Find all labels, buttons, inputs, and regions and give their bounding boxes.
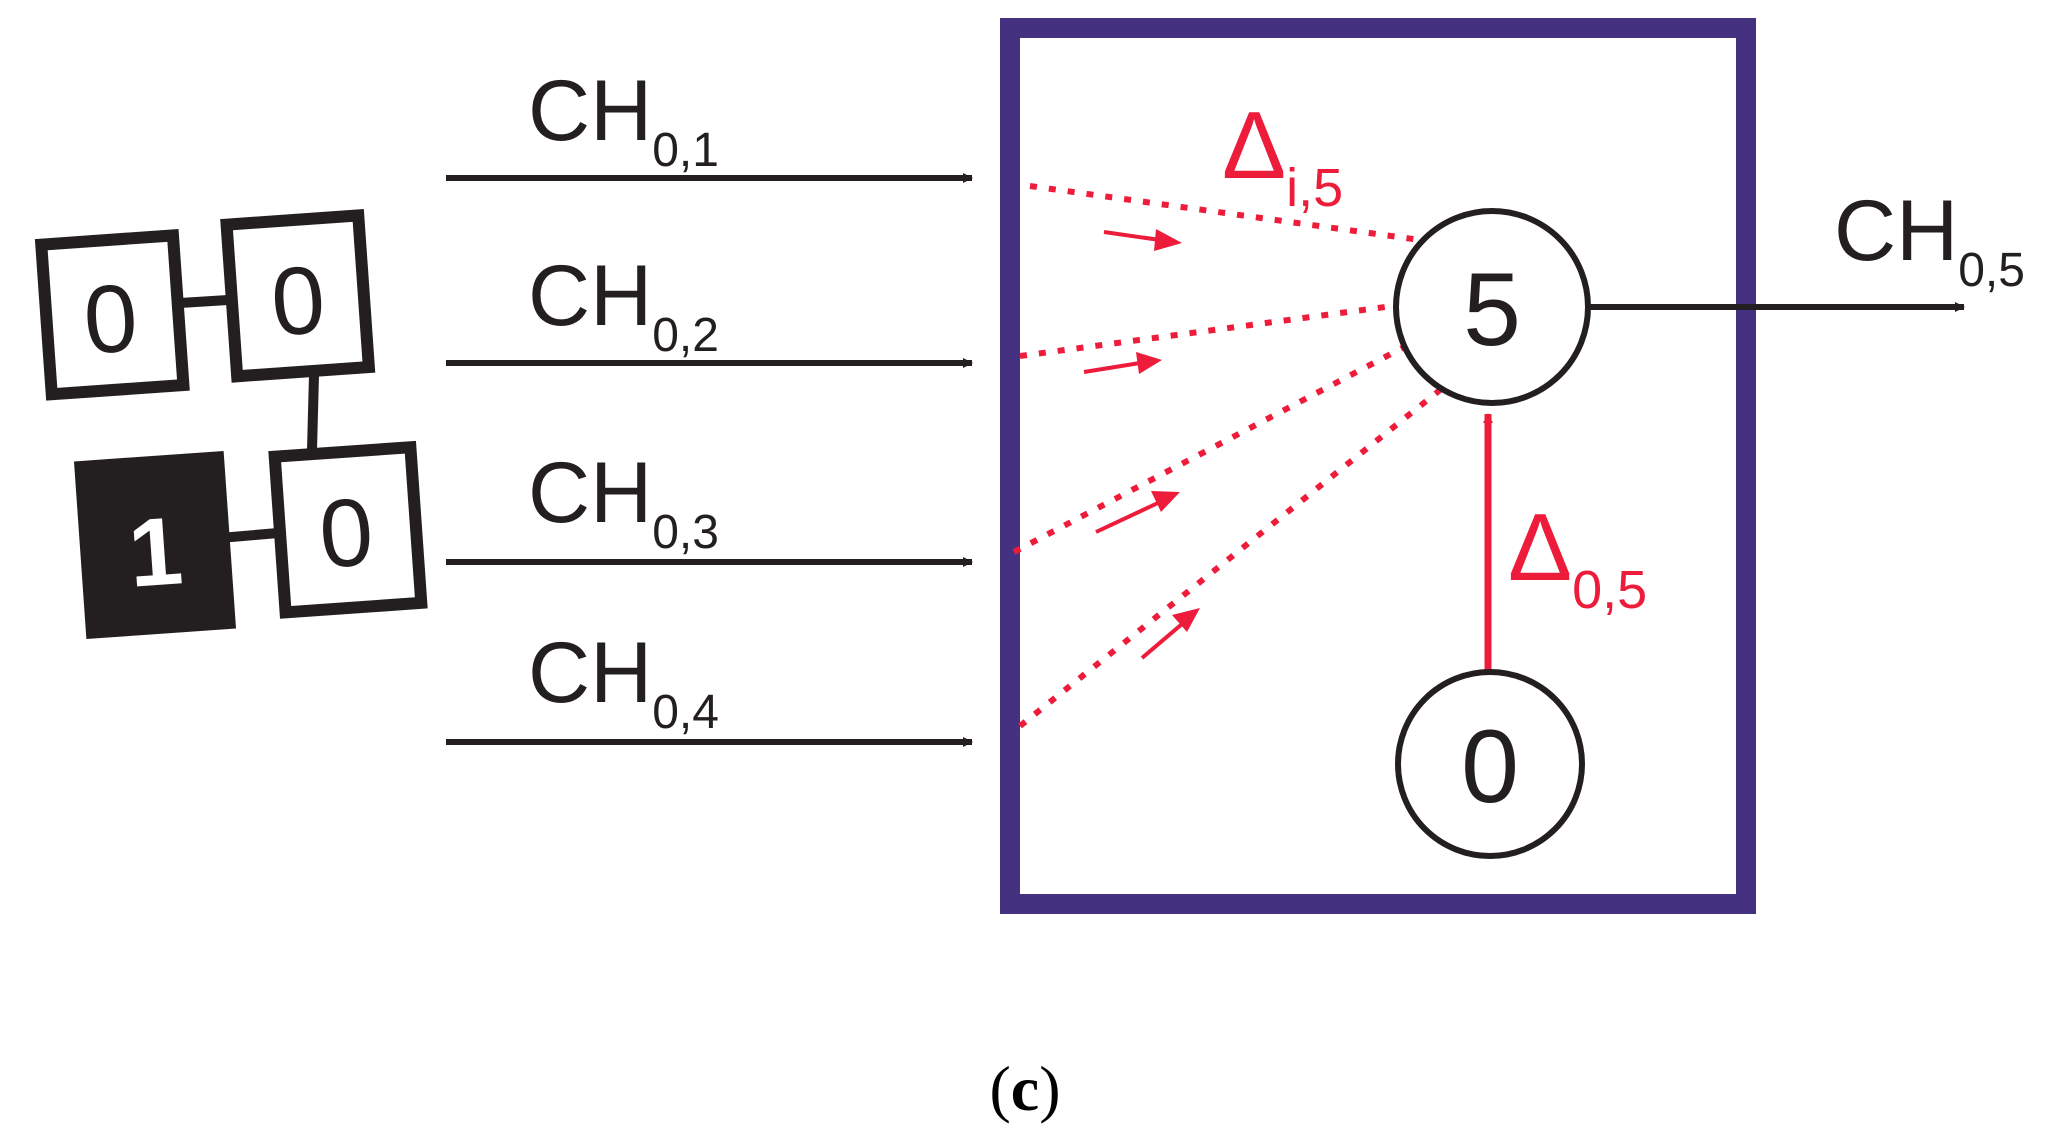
channel-label-4: CH0,4 bbox=[528, 625, 719, 739]
channel-label-3: CH0,3 bbox=[528, 445, 719, 559]
influence-line-3 bbox=[1012, 342, 1410, 555]
square-top-left: 0 bbox=[34, 229, 190, 401]
square-top-right-value: 0 bbox=[268, 246, 329, 356]
square-top-right: 0 bbox=[220, 209, 376, 383]
bond-bottom-horizontal bbox=[219, 528, 279, 543]
influence-line-4 bbox=[1018, 387, 1442, 729]
input-channels bbox=[446, 173, 973, 747]
influence-line-2 bbox=[1019, 302, 1401, 359]
square-bottom-right: 0 bbox=[268, 440, 428, 619]
bond-top-horizontal bbox=[179, 295, 229, 308]
influence-direction-arrows bbox=[1083, 229, 1200, 660]
square-top-left-value: 0 bbox=[80, 264, 141, 374]
channel-label-1: CH0,1 bbox=[528, 63, 719, 177]
delta-i5-label: Δi,5 bbox=[1222, 92, 1343, 218]
bond-vertical bbox=[307, 374, 319, 451]
delta-05-label: Δ0,5 bbox=[1508, 494, 1647, 620]
node-5-label: 5 bbox=[1463, 252, 1521, 368]
channel-label-2: CH0,2 bbox=[528, 248, 719, 362]
direction-arrow-1 bbox=[1103, 229, 1182, 251]
square-bottom-right-value: 0 bbox=[316, 478, 377, 588]
influence-lines bbox=[1012, 183, 1442, 729]
node-5: 5 bbox=[1393, 208, 1591, 406]
square-bottom-left: 1 bbox=[73, 450, 237, 640]
processing-frame bbox=[1000, 18, 1756, 914]
direction-arrow-2 bbox=[1083, 352, 1162, 374]
channel-labels: CH0,1 CH0,2 CH0,3 CH0,4 bbox=[528, 63, 719, 739]
output-channel-label: CH0,5 bbox=[1834, 183, 2025, 297]
node-0-label: 0 bbox=[1461, 709, 1519, 825]
square-bottom-left-value: 1 bbox=[125, 497, 186, 607]
lattice-configuration: 0 0 1 0 bbox=[34, 209, 428, 640]
figure-caption: (c) bbox=[989, 1053, 1060, 1124]
node-0: 0 bbox=[1395, 669, 1585, 859]
direction-arrow-4 bbox=[1140, 608, 1200, 660]
direction-arrow-3 bbox=[1095, 491, 1180, 534]
influence-line-1 bbox=[1029, 183, 1421, 243]
